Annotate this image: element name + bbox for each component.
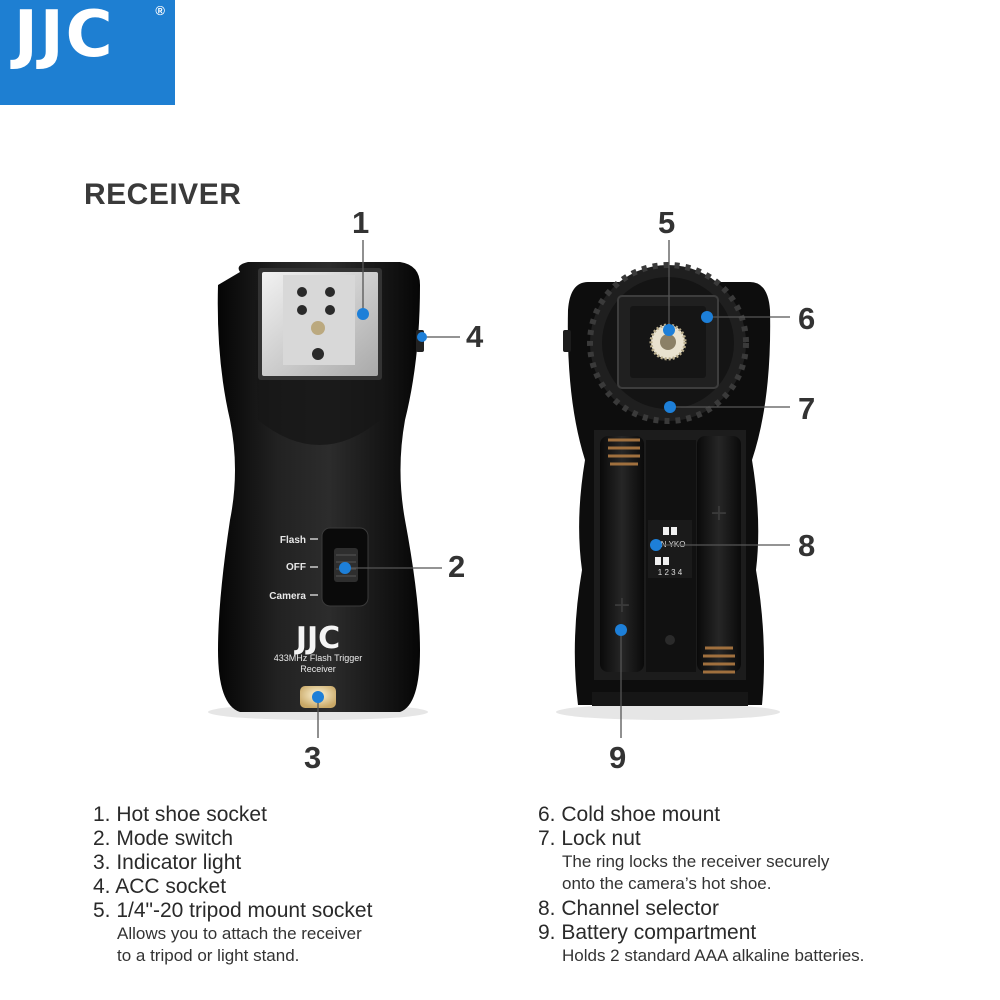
hot-shoe-socket <box>258 268 382 380</box>
registered-mark: ® <box>155 3 165 18</box>
svg-text:+: + <box>613 593 631 618</box>
device-model-line2: Receiver <box>300 664 336 674</box>
legend-item-1: 1. Hot shoe socket <box>93 803 267 826</box>
legend-item-5: 5. 1/4"-20 tripod mount socket <box>93 899 373 922</box>
tripod-mount-socket <box>649 323 687 361</box>
callout-dot-4 <box>417 332 427 342</box>
legend-item-7: 7. Lock nut <box>538 827 641 850</box>
callout-number-7: 7 <box>798 391 816 426</box>
svg-text:+: + <box>710 501 728 526</box>
legend-item-4: 4. ACC socket <box>93 875 227 898</box>
device-model-line1: 433MHz Flash Trigger <box>274 653 363 663</box>
jjc-logo: JJC ® <box>0 0 175 105</box>
callout-number-4: 4 <box>466 319 484 354</box>
legend-desc-9-line1: Holds 2 standard AAA alkaline batteries. <box>562 946 865 965</box>
legend-item-6: 6. Cold shoe mount <box>538 803 721 826</box>
legend-desc-7-line1: The ring locks the receiver securely <box>562 852 830 871</box>
legend-desc-7-line2: onto the camera’s hot shoe. <box>562 874 772 893</box>
callout-number-6: 6 <box>798 301 816 336</box>
callout-dot-7 <box>664 401 676 413</box>
callout-dots <box>312 308 713 703</box>
callout-dot-5 <box>663 324 675 336</box>
switch-label-off: OFF <box>286 562 306 573</box>
legend-left: 1. Hot shoe socket 2. Mode switch 3. Ind… <box>93 803 372 969</box>
logo-text: JJC <box>14 0 115 72</box>
callout-leaders <box>317 240 790 738</box>
legend-item-3: 3. Indicator light <box>93 851 242 874</box>
switch-label-flash: Flash <box>280 535 306 546</box>
legend-item-9: 9. Battery compartment <box>538 921 757 944</box>
callout-number-8: 8 <box>798 528 816 563</box>
section-title: RECEIVER <box>84 178 242 211</box>
legend-desc-5-line2: to a tripod or light stand. <box>117 946 300 965</box>
switch-label-camera: Camera <box>269 591 306 602</box>
legend-desc-5-line1: Allows you to attach the receiver <box>117 924 362 943</box>
callout-dot-1 <box>357 308 369 320</box>
callout-number-1: 1 <box>352 205 370 240</box>
legend-item-2: 2. Mode switch <box>93 827 234 850</box>
callout-number-5: 5 <box>658 205 676 240</box>
legend-item-8: 8. Channel selector <box>538 897 719 920</box>
device-brand: JJC <box>294 621 340 656</box>
callout-number-2: 2 <box>448 549 466 584</box>
callout-number-3: 3 <box>304 740 322 775</box>
dip-numbers: 1 2 3 4 <box>658 568 683 577</box>
callout-dot-8 <box>650 539 662 551</box>
callout-dot-2 <box>339 562 351 574</box>
callout-number-9: 9 <box>609 740 627 775</box>
callout-dot-3 <box>312 691 324 703</box>
receiver-front: Flash OFF Camera JJC 433MHz Flash Trigge… <box>208 262 428 720</box>
callout-dot-6 <box>701 311 713 323</box>
callout-dot-9 <box>615 624 627 636</box>
legend-right: 6. Cold shoe mount 7. Lock nut The ring … <box>538 803 864 969</box>
battery-compartment: + + <box>594 430 746 680</box>
